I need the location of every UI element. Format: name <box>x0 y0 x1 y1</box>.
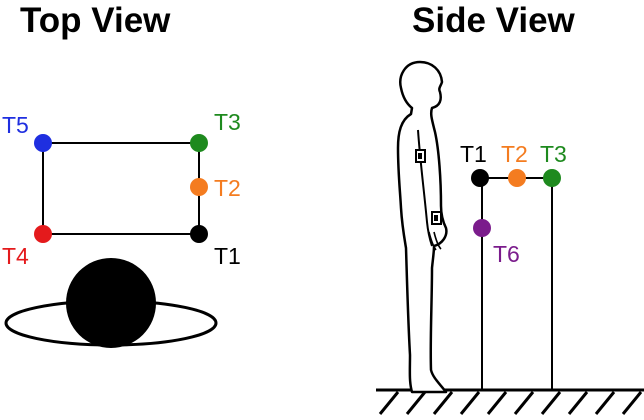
target-t2-marker <box>190 178 208 196</box>
side-target-t1-marker <box>471 169 489 187</box>
top-view-frame <box>42 142 200 235</box>
person-silhouette <box>396 60 448 394</box>
top-view-panel: T5 T3 T2 T4 T1 <box>2 109 241 348</box>
side-target-t3-label: T3 <box>540 141 567 167</box>
side-view-title: Side View <box>412 1 576 40</box>
ground-hatch-line <box>621 391 643 415</box>
target-t3-marker <box>190 134 208 152</box>
side-view-panel: T1 T2 T3 T6 <box>376 60 644 415</box>
target-t4-label: T4 <box>2 243 29 269</box>
ground-hatch-line <box>513 391 535 415</box>
side-target-t1-label: T1 <box>460 141 487 167</box>
hand-detail <box>428 231 442 251</box>
ground-hatch-line <box>567 391 589 415</box>
target-t4-marker <box>34 225 52 243</box>
ground-hatch-line <box>486 391 508 415</box>
ground-hatch-line <box>459 391 481 415</box>
target-t5-label: T5 <box>2 112 29 138</box>
side-target-t6-marker <box>473 219 491 237</box>
wrist-sensor-core <box>434 215 438 221</box>
ground-hatch-line <box>378 391 400 415</box>
head-top-view <box>66 258 156 348</box>
top-view-title: Top View <box>20 1 171 40</box>
ground-hatch-line <box>405 391 427 415</box>
side-target-t2-marker <box>508 169 526 187</box>
target-t3-label: T3 <box>214 109 241 135</box>
ground-hatch-line <box>594 391 616 415</box>
ground-hatch-line <box>540 391 562 415</box>
ground-hatching <box>378 391 643 415</box>
target-t2-label: T2 <box>214 175 241 201</box>
ground-hatch-line <box>432 391 454 415</box>
target-t1-marker <box>190 225 208 243</box>
target-t5-marker <box>34 134 52 152</box>
target-t1-label: T1 <box>214 243 241 269</box>
side-target-t3-marker <box>543 169 561 187</box>
upper-arm-sensor-core <box>418 153 422 159</box>
side-target-t6-label: T6 <box>493 241 520 267</box>
side-target-t2-label: T2 <box>501 141 528 167</box>
